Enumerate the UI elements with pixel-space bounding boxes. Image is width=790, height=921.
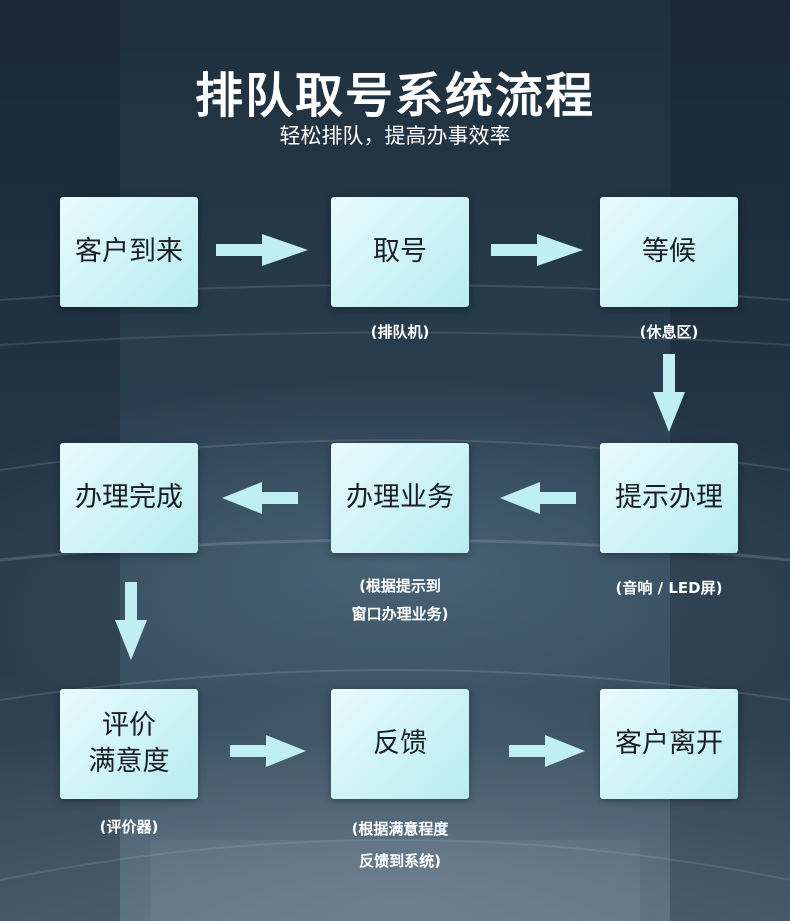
- page-title: 排队取号系统流程: [194, 68, 595, 124]
- step-customer-arrives: 客户到来: [60, 197, 198, 307]
- step-label: 办理完成: [75, 482, 183, 513]
- arrow-right-icon: [491, 234, 583, 266]
- step-completed: 办理完成: [60, 443, 198, 553]
- arrow-right-icon: [509, 735, 585, 767]
- page-subtitle: 轻松排队，提高办事效率: [279, 124, 511, 148]
- note-feedback-system: (根据满意程度 反馈到系统): [351, 820, 449, 870]
- step-label: 客户到来: [75, 236, 183, 267]
- arrow-right-icon: [216, 234, 308, 266]
- arrow-right-icon: [230, 735, 306, 767]
- arrow-left-icon: [500, 482, 576, 514]
- step-prompt: 提示办理: [600, 443, 738, 553]
- step-handle-business: 办理业务: [331, 443, 469, 553]
- step-label: 反馈: [373, 728, 427, 759]
- note-window-service: (根据提示到 窗口办理业务): [351, 577, 449, 623]
- step-label: 客户离开: [615, 728, 723, 759]
- step-customer-leaves: 客户离开: [600, 689, 738, 799]
- step-label: 提示办理: [615, 482, 723, 513]
- note-queue-machine: (排队机): [370, 323, 430, 341]
- step-rate-satisfaction: 评价 满意度: [60, 689, 198, 799]
- step-take-number: 取号: [331, 197, 469, 307]
- step-label: 等候: [642, 236, 696, 267]
- arrow-down-icon: [115, 582, 147, 660]
- arrow-left-icon: [222, 482, 298, 514]
- step-feedback: 反馈: [331, 689, 469, 799]
- step-label: 取号: [373, 236, 427, 267]
- note-rest-area: (休息区): [639, 323, 699, 341]
- step-label: 评价 满意度: [88, 710, 170, 777]
- arrow-down-icon: [653, 354, 685, 432]
- step-waiting: 等候: [600, 197, 738, 307]
- note-rating-device: (评价器): [99, 818, 159, 836]
- step-label: 办理业务: [346, 482, 454, 513]
- note-speaker-led: (音响 / LED屏): [615, 579, 723, 597]
